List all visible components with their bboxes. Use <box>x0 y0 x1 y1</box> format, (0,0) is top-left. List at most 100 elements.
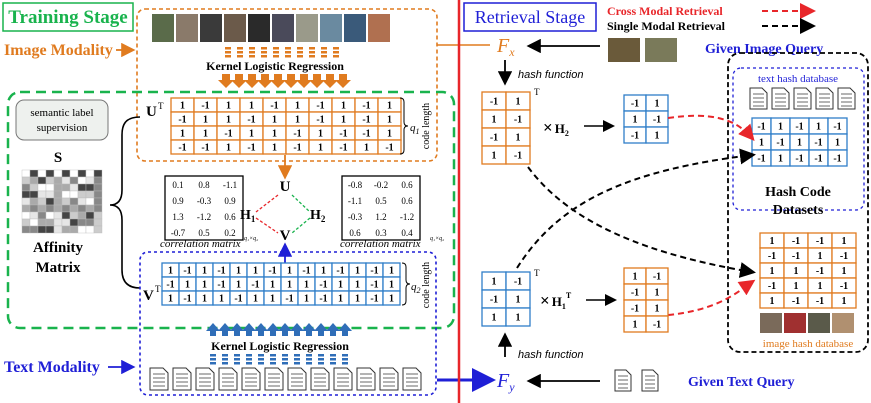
matrix-cell-value: -1 <box>370 266 378 277</box>
matrix-cell-value: -1 <box>201 143 209 154</box>
klr-dash <box>309 51 315 54</box>
affinity-cell <box>29 169 39 178</box>
affinity-cell <box>69 176 79 185</box>
matrix-cell-value: 1 <box>341 101 346 112</box>
affinity-cell <box>77 197 87 206</box>
corr-right-sub: q₁×q₂ <box>430 236 444 242</box>
ret-top-transpose: T <box>534 87 540 97</box>
matrix-cell-value: 1 <box>180 129 185 140</box>
document-icon <box>241 367 261 391</box>
matrix-cell-value: -1 <box>514 151 522 162</box>
matrix-cell-value: 1 <box>492 151 497 162</box>
matrix-cell-value: 1 <box>270 280 275 291</box>
affinity-cell <box>85 183 95 192</box>
affinity-cell <box>61 211 71 220</box>
affinity-label-1: Affinity <box>33 240 83 256</box>
matrix-cell-value: 1 <box>389 294 394 305</box>
document-icon <box>356 367 376 391</box>
affinity-cell <box>45 183 55 192</box>
matrix-cell-value: -1 <box>631 131 639 142</box>
matrix-cell-value: 1 <box>842 236 847 247</box>
klr-dash <box>270 362 276 365</box>
matrix-cell-value: -1 <box>795 154 803 165</box>
matrix-cell-value: -1 <box>166 280 174 291</box>
affinity-cell <box>45 204 55 213</box>
klr-arrow <box>290 323 304 336</box>
klr-dash <box>333 51 339 54</box>
matrix-cell <box>382 290 401 306</box>
matrix-cell-value: 1 <box>272 143 277 154</box>
affinity-cell <box>21 169 31 178</box>
matrix-cell-value: 1 <box>226 115 231 126</box>
matrix-cell-value: -1 <box>840 251 848 262</box>
klr-dash <box>318 354 324 357</box>
matrix-cell-value: -1 <box>653 320 661 331</box>
affinity-cell <box>53 183 63 192</box>
klr-top-dashes <box>225 47 339 58</box>
klr-arrow <box>231 74 247 88</box>
supervision-line2: supervision <box>37 122 88 134</box>
matrix-cell-value: 1 <box>203 115 208 126</box>
matrix-cell-value: -1 <box>319 294 327 305</box>
matrix-cell-value: -1 <box>224 129 232 140</box>
matrix-cell-value: -1 <box>514 115 522 126</box>
klr-dash <box>309 55 315 58</box>
affinity-cell <box>77 183 87 192</box>
supervision-line1: semantic label <box>30 107 93 119</box>
db-image-thumbnails <box>760 313 854 333</box>
affinity-cell <box>93 218 103 227</box>
corr-cell-value: -0.7 <box>171 228 186 238</box>
matrix-cell-value: -1 <box>833 122 841 133</box>
matrix-cell-value: -1 <box>490 295 498 306</box>
affinity-cell <box>69 197 79 206</box>
corr-cell-value: -1.1 <box>223 180 237 190</box>
matrix-cell-value: -1 <box>816 266 824 277</box>
klr-bottom-arrows <box>206 323 352 336</box>
matrix-cell-value: 1 <box>338 294 343 305</box>
klr-dash <box>285 51 291 54</box>
hash-code-datasets-box <box>727 52 869 353</box>
matrix-cell-value: -1 <box>251 280 259 291</box>
klr-dash <box>246 358 252 361</box>
matrix-cell-value: 1 <box>272 129 277 140</box>
klr-arrow <box>266 323 280 336</box>
matrix-cell-value: 1 <box>389 266 394 277</box>
affinity-cell <box>61 197 71 206</box>
matrix-cell-value: -1 <box>270 101 278 112</box>
v-matrix-transpose: T <box>155 284 161 294</box>
affinity-cell <box>85 211 95 220</box>
matrix-cell-value: 1 <box>633 115 638 126</box>
corr-left-sub: q₁×q₂ <box>244 236 258 242</box>
matrix-cell-value: 1 <box>387 115 392 126</box>
affinity-cell <box>45 169 55 178</box>
affinity-cell <box>85 218 95 227</box>
matrix-cell-value: 1 <box>770 236 775 247</box>
klr-bottom-dashes <box>210 354 348 365</box>
matrix-cell-value: 1 <box>655 288 660 299</box>
fx-label: Fx <box>496 35 515 59</box>
klr-arrow <box>309 74 325 88</box>
times-h2: ×H2 <box>543 118 569 138</box>
matrix-cell-value: 1 <box>835 138 840 149</box>
matrix-cell-value: -1 <box>362 129 370 140</box>
klr-dash <box>330 358 336 361</box>
klr-dash <box>270 358 276 361</box>
matrix-cell-value: 1 <box>818 251 823 262</box>
matrix-cell-value: 1 <box>816 122 821 133</box>
matrix-cell-value: -1 <box>293 129 301 140</box>
affinity-cell <box>93 183 103 192</box>
hash-function-bottom: hash function <box>518 349 583 361</box>
klr-dash <box>333 55 339 58</box>
matrix-cell-value: 1 <box>842 296 847 307</box>
affinity-cell <box>37 169 47 178</box>
matrix-cell-value: 1 <box>492 115 497 126</box>
image-branch-box <box>136 8 438 162</box>
corr-cell-value: 0.3 <box>375 228 387 238</box>
matrix-cell-value: 1 <box>633 320 638 331</box>
affinity-cell <box>53 197 63 206</box>
matrix-cell-value: 1 <box>202 266 207 277</box>
corr-left-label: correlation matrix <box>160 238 241 250</box>
